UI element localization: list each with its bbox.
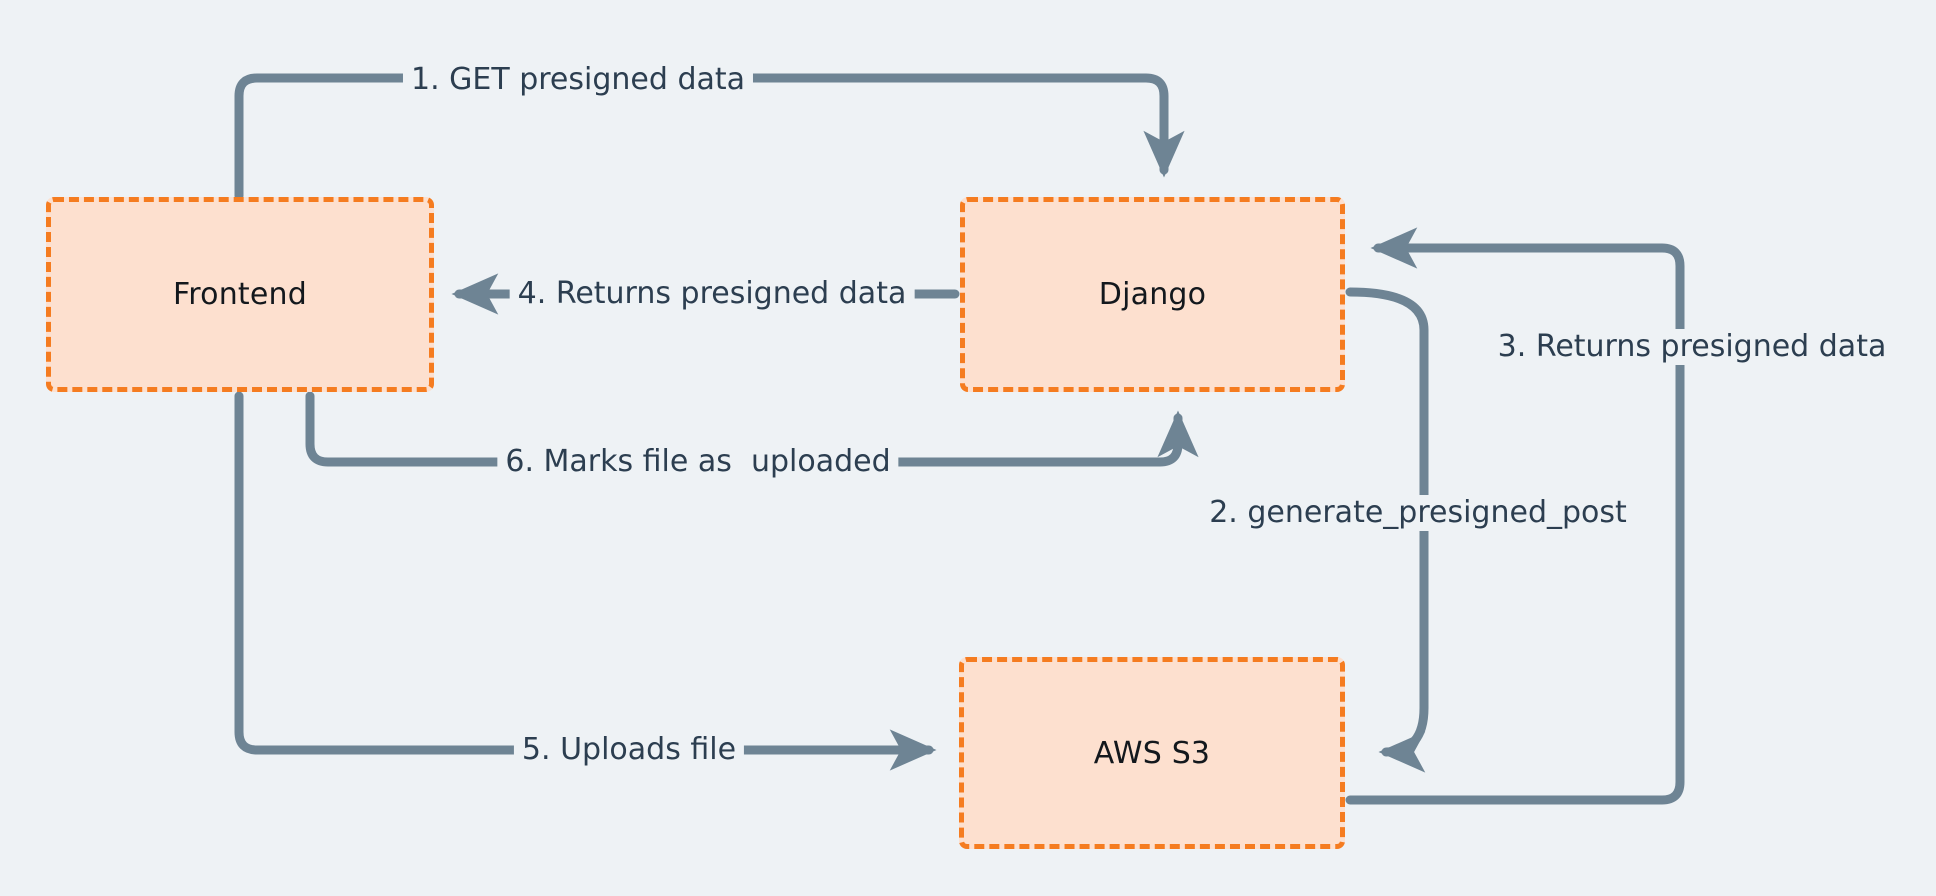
edge-path-5 xyxy=(234,391,937,771)
edge-label-5: 5. Uploads file xyxy=(513,732,745,768)
edge-label-6: 6. Marks file as uploaded xyxy=(497,444,899,480)
edge-label-2: 2. generate_presigned_post xyxy=(1201,495,1635,531)
edge-label-3: 3. Returns presigned data xyxy=(1489,329,1895,365)
edge-path-3 xyxy=(1345,227,1685,805)
node-frontend-label: Frontend xyxy=(173,277,307,312)
edge-label-1: 1. GET presigned data xyxy=(402,62,754,98)
edge-path-2 xyxy=(1345,287,1429,773)
node-aws-s3[interactable]: AWS S3 xyxy=(959,657,1345,849)
node-aws-s3-label: AWS S3 xyxy=(1093,735,1211,771)
node-django-label: Django xyxy=(1098,277,1207,312)
node-django[interactable]: Django xyxy=(960,197,1345,392)
node-frontend[interactable]: Frontend xyxy=(46,197,434,392)
edge-label-4: 4. Returns presigned data xyxy=(509,276,915,312)
